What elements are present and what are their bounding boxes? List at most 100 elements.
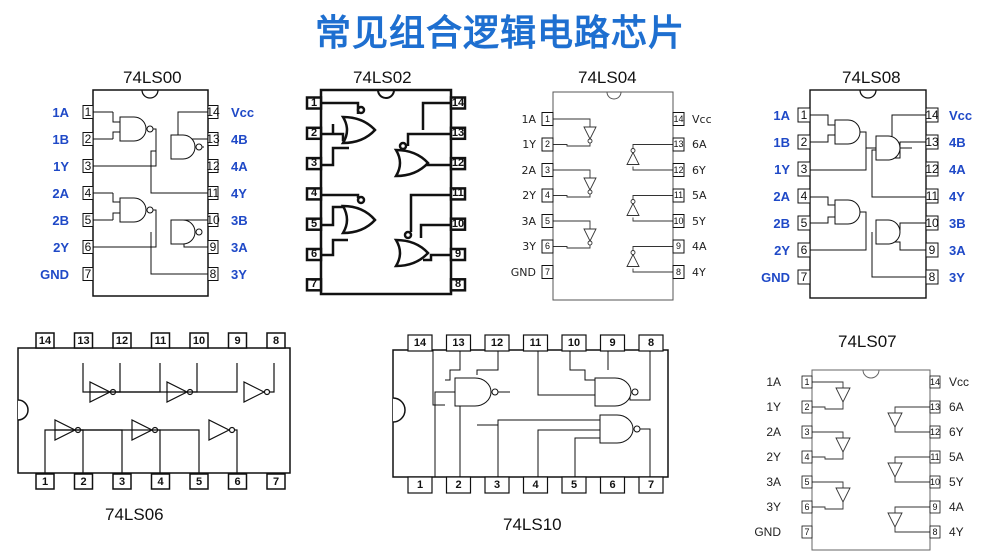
pin-name: 1B <box>52 131 69 147</box>
pin-number: 14 <box>673 113 684 124</box>
pin-box <box>189 332 209 349</box>
pin-number: 2 <box>804 401 810 412</box>
pin-box <box>35 332 55 349</box>
pin-number: 12 <box>925 162 939 176</box>
pin-number: 7 <box>544 266 550 277</box>
pin-number: 8 <box>932 526 938 537</box>
pin-box <box>82 213 94 227</box>
pin-number: 2 <box>80 476 87 488</box>
pin-name: 4Y <box>949 188 965 204</box>
pin-number: 3 <box>544 164 550 175</box>
pin-box <box>797 269 811 285</box>
pin-number: 14 <box>929 376 940 387</box>
pin-box <box>672 214 685 228</box>
pin-number: 11 <box>930 451 940 462</box>
pin-number: 9 <box>234 335 241 347</box>
pin-box <box>82 240 94 254</box>
pin-number: 8 <box>272 335 280 347</box>
pin-box <box>672 163 685 177</box>
pin-box <box>797 215 811 231</box>
pin-box <box>73 473 94 490</box>
pin-box <box>801 400 813 414</box>
pin-box <box>599 334 626 352</box>
pin-box <box>449 247 467 262</box>
pin-box <box>305 278 323 292</box>
pin-box <box>672 265 685 279</box>
pin-box <box>207 105 219 119</box>
chip-label: 74LS04 <box>578 68 637 87</box>
pin-number: 11 <box>452 187 464 200</box>
pin-name: 3A <box>521 214 536 228</box>
pin-box <box>82 159 94 173</box>
pin-box <box>305 217 323 231</box>
pin-name: 1Y <box>774 161 790 177</box>
pin-number: 5 <box>195 476 203 488</box>
pin-box <box>445 476 472 494</box>
pin-name: GND <box>510 265 536 279</box>
pin-number: 14 <box>413 337 427 349</box>
pin-box <box>449 187 467 201</box>
pin-box <box>266 332 286 349</box>
pin-name: 4A <box>692 240 707 253</box>
gate-symbol <box>835 437 851 454</box>
pin-box <box>541 214 554 228</box>
gate-symbol <box>887 412 903 429</box>
pin-box <box>449 217 467 231</box>
pin-box <box>929 425 941 439</box>
pin-number: 1 <box>41 476 49 488</box>
pin-name: 6Y <box>692 163 706 177</box>
pin-box <box>35 473 55 490</box>
pin-number: 6 <box>84 240 92 254</box>
pin-number: 12 <box>451 157 465 170</box>
pin-number: 2 <box>455 479 462 491</box>
pin-name: 2A <box>521 163 536 177</box>
pin-name: 3B <box>231 212 248 228</box>
gate-symbol <box>626 151 640 165</box>
pin-number: 3 <box>118 476 126 488</box>
pin-name: 6Y <box>949 425 964 439</box>
pin-number: 9 <box>675 241 681 251</box>
pin-number: 3 <box>84 159 92 173</box>
page-title: 常见组合逻辑电路芯片 <box>314 13 685 54</box>
pin-number: 5 <box>544 215 550 226</box>
chip-74ls00-diagram <box>82 89 219 297</box>
pin-box <box>801 375 813 389</box>
pin-name: 1A <box>52 104 69 120</box>
pin-box <box>929 500 941 514</box>
pin-name: 4Y <box>949 525 964 539</box>
pin-number: 7 <box>800 270 808 284</box>
pin-number: 5 <box>570 479 578 491</box>
pin-number: 14 <box>451 96 465 109</box>
pin-box <box>797 107 811 123</box>
pin-number: 8 <box>209 267 217 281</box>
pin-box <box>801 500 813 514</box>
pin-name: 1A <box>773 107 790 123</box>
pin-number: 11 <box>925 189 939 203</box>
pin-name: 5A <box>949 450 964 464</box>
pin-name: 5Y <box>949 475 964 489</box>
pin-box <box>82 105 94 119</box>
pin-name: 4Y <box>692 265 706 279</box>
pin-box <box>407 334 433 352</box>
pin-name: 4A <box>949 161 966 177</box>
pin-number: 11 <box>529 337 542 349</box>
pin-number: 8 <box>928 270 936 284</box>
pin-box <box>227 332 248 349</box>
pin-box <box>449 126 467 141</box>
pin-box <box>672 137 685 152</box>
pin-box <box>638 476 664 494</box>
pin-box <box>929 400 941 414</box>
pin-number: 10 <box>925 216 939 230</box>
pin-box <box>925 215 939 231</box>
pin-name: 1B <box>773 134 790 150</box>
pin-name: 3A <box>766 475 781 489</box>
pin-box <box>801 475 813 489</box>
pin-name: 2Y <box>774 242 790 258</box>
pin-box <box>484 334 510 352</box>
pin-name: 2A <box>773 188 790 204</box>
gate-symbol <box>887 512 903 529</box>
